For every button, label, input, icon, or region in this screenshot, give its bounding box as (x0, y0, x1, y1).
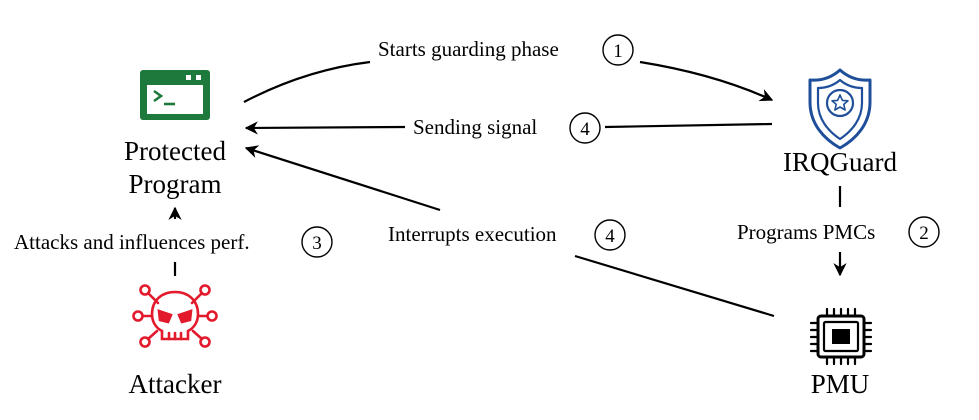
irqguard-label: IRQGuard (783, 147, 897, 177)
step-circle-sending-signal (569, 112, 601, 144)
edge-interrupts-upper (244, 145, 441, 212)
terminal-window-icon (140, 70, 210, 120)
skull-circuit-icon (132, 284, 218, 348)
edge-label-interrupts: Interrupts execution (388, 222, 557, 246)
protected-program-label-line1: Protected (124, 136, 226, 166)
shield-star-icon (808, 68, 872, 150)
edge-label-sending-signal: Sending signal (413, 115, 537, 139)
step-number-programs-pmcs: 2 (919, 223, 929, 244)
step-circle-attacks (301, 226, 333, 258)
step-circle-starts-guarding (602, 34, 634, 66)
edge-label-attacks: Attacks and influences perf. (14, 230, 250, 254)
pmu-label: PMU (811, 369, 870, 399)
edge-interrupts-lower (574, 254, 775, 318)
edge-starts-guarding-left (243, 60, 371, 103)
step-number-attacks: 3 (312, 233, 322, 254)
chip-icon (809, 307, 873, 366)
step-circle-interrupts (594, 219, 626, 251)
edge-label-starts-guarding: Starts guarding phase (378, 37, 559, 61)
edge-starts-guarding-right (639, 60, 774, 102)
step-number-interrupts: 4 (605, 226, 615, 247)
step-number-sending-signal: 4 (580, 119, 590, 140)
step-circle-programs-pmcs (908, 216, 940, 248)
step-number-starts-guarding: 1 (613, 41, 623, 62)
edge-sending-signal-left (244, 121, 406, 135)
edge-sending-signal-right (604, 122, 773, 129)
edge-label-programs-pmcs: Programs PMCs (737, 220, 875, 244)
protected-program-label-line2: Program (129, 169, 222, 199)
attacker-label: Attacker (129, 369, 222, 399)
